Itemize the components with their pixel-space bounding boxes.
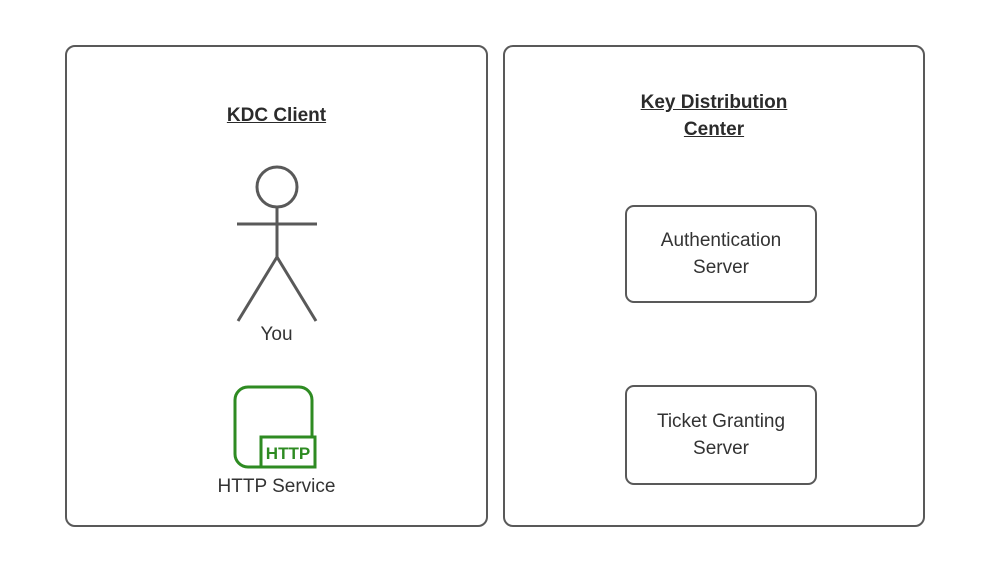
kdc-title-text: Key Distribution Center	[640, 92, 788, 140]
http-badge	[259, 435, 317, 469]
panel-kdc-client: KDC Client You HTTP HTTP Service	[65, 45, 488, 527]
stick-figure-right-leg	[275, 256, 318, 322]
http-service-icon: HTTP	[233, 385, 317, 469]
actor-label: You	[260, 324, 293, 345]
authentication-server-label: Authentication Server	[660, 230, 782, 278]
kdc-client-title: KDC Client	[67, 102, 486, 129]
stick-figure-icon	[236, 165, 318, 322]
stick-figure-left-leg	[236, 256, 279, 322]
stick-figure-head	[255, 165, 299, 209]
ticket-granting-server-box: Ticket Granting Server	[625, 385, 817, 485]
panel-key-distribution-center: Key Distribution Center Authentication S…	[503, 45, 925, 527]
authentication-server-box: Authentication Server	[625, 205, 817, 303]
http-badge-label: HTTP	[266, 444, 310, 463]
http-service-label: HTTP Service	[217, 476, 336, 497]
kdc-client-title-text: KDC Client	[226, 105, 327, 126]
kdc-title: Key Distribution Center	[505, 89, 923, 143]
ticket-granting-server-label: Ticket Granting Server	[656, 411, 786, 459]
